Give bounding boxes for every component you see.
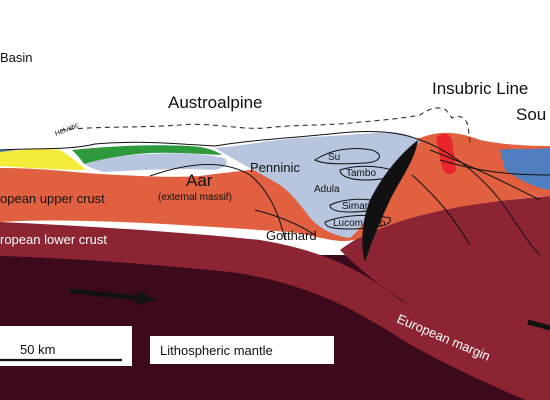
arrow-left-shaft xyxy=(69,288,141,301)
nappe-lines xyxy=(149,139,550,256)
scale-bar: 50 km xyxy=(0,326,132,366)
lower-crust-label: ropean lower crust xyxy=(0,232,107,247)
aar-label: Aar xyxy=(186,171,213,190)
tambo-label: Tambo xyxy=(346,168,376,179)
southern-alps-label: Sou xyxy=(516,105,546,124)
arrow-right-shaft xyxy=(527,319,550,331)
austroalpine-blue-right xyxy=(500,148,550,190)
southern-fault-4 xyxy=(411,174,471,246)
adula-label: Adula xyxy=(314,184,340,195)
basin-label: Basin xyxy=(0,50,33,65)
insubric-line-label: Insubric Line xyxy=(432,79,528,98)
scale-label: 50 km xyxy=(20,342,55,357)
gotthard-boundary xyxy=(254,209,316,236)
upper-crust-layer xyxy=(0,132,550,242)
plate-motion-arrows xyxy=(69,288,550,331)
su-label: Su xyxy=(328,152,340,163)
mantle-label-box xyxy=(150,336,334,364)
lower-crust-layer xyxy=(0,222,550,400)
lucomagno-label: Lucomagno xyxy=(333,218,386,229)
helvetic-cover xyxy=(84,153,227,172)
helvetic-yellow xyxy=(0,149,86,170)
aar-boundary xyxy=(149,164,286,241)
helvetic-label: Helvetic xyxy=(54,122,80,138)
gotthard-label: Gotthard xyxy=(266,228,317,243)
simano-nappe-outline xyxy=(329,198,382,213)
southern-fault-1 xyxy=(419,139,541,256)
black-wedge xyxy=(362,140,418,262)
lucomagno-nappe-outline xyxy=(324,214,391,230)
simano-label: Simano xyxy=(342,201,376,212)
penninic-label: Penninic xyxy=(250,160,300,175)
topographic-profile xyxy=(0,131,421,151)
su-nappe-outline xyxy=(314,147,380,165)
insubric-red xyxy=(436,133,456,175)
lower-crust-wedge xyxy=(340,196,550,360)
southern-fault-2 xyxy=(429,149,541,201)
aar-sub-label: (external massif) xyxy=(158,192,232,203)
tambo-nappe-outline xyxy=(339,165,394,181)
arrow-left-head xyxy=(136,291,156,305)
upper-crust-label: opean upper crust xyxy=(0,191,105,206)
austroalpine-label: Austroalpine xyxy=(168,93,263,112)
molasse-green xyxy=(72,145,222,164)
southern-fault-3 xyxy=(439,159,550,176)
mantle-label: Lithospheric mantle xyxy=(160,343,273,358)
